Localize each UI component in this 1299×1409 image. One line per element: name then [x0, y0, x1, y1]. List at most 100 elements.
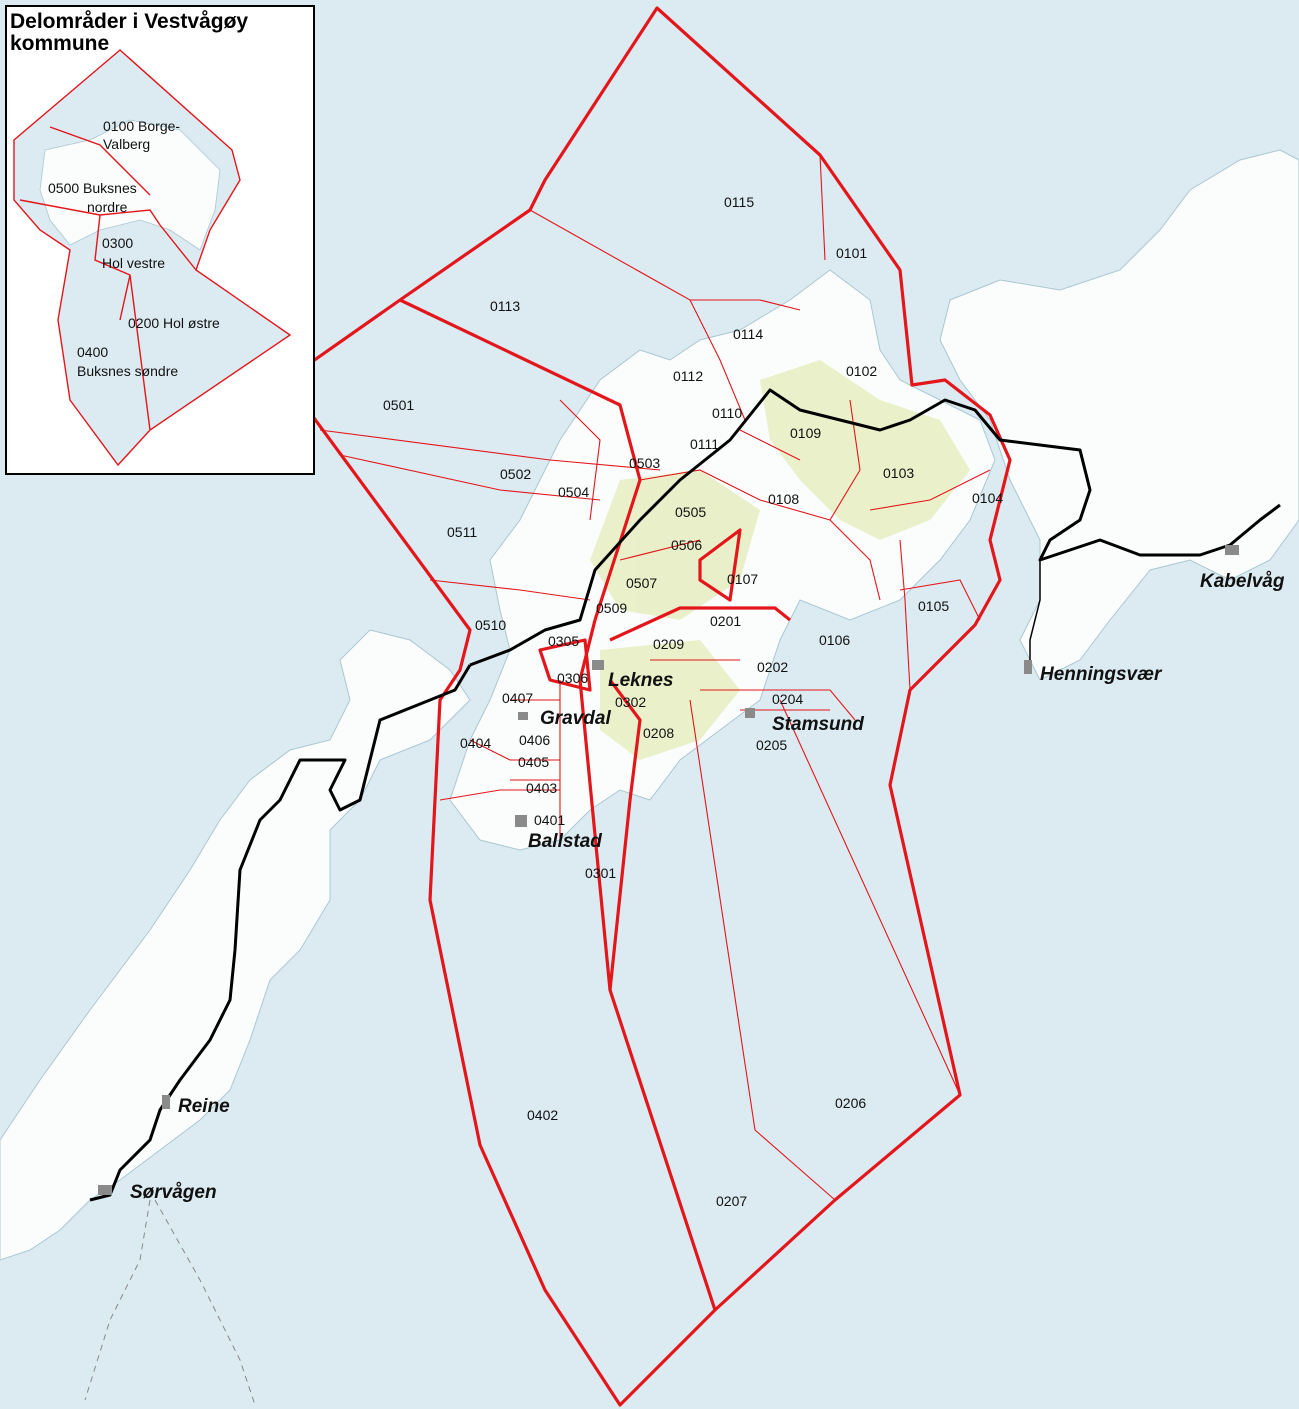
code-0503: 0503	[629, 455, 660, 471]
boundary-0208	[608, 679, 642, 991]
code-0111: 0111	[690, 436, 719, 452]
town-marker-leknes	[592, 660, 604, 670]
inset-label-0300-l1: 0300	[102, 235, 133, 251]
code-0502: 0502	[500, 466, 531, 482]
line-b	[689, 299, 746, 421]
place-henningsvaer: Henningsvær	[1040, 664, 1163, 685]
place-reine: Reine	[178, 1096, 230, 1117]
code-0404: 0404	[460, 735, 491, 751]
code-0201: 0201	[710, 613, 741, 629]
line-v	[559, 399, 601, 521]
inset-label-0500-l1: 0500 Buksnes	[48, 180, 137, 196]
code-0102: 0102	[846, 363, 877, 379]
code-0208: 0208	[643, 725, 674, 741]
boundary-inner-west	[399, 298, 642, 621]
code-0107: 0107	[727, 571, 758, 587]
place-leknes: Leknes	[608, 670, 673, 691]
place-sorvagen: Sørvågen	[130, 1182, 217, 1203]
code-0202: 0202	[757, 659, 788, 675]
place-gravdal: Gravdal	[540, 708, 611, 729]
code-0509: 0509	[596, 600, 627, 616]
line-h	[829, 399, 881, 601]
boundary-0201	[609, 606, 791, 642]
inset-land	[39, 119, 221, 251]
code-0103: 0103	[883, 465, 914, 481]
vegetation-layer	[590, 360, 970, 760]
code-0402: 0402	[527, 1107, 558, 1123]
place-names: Leknes Gravdal Ballstad Stamsund Henning…	[130, 571, 1285, 1203]
inset-map: Delområder i Vestvågøy kommune 0100 Borg…	[5, 5, 315, 475]
boundary-0305	[538, 638, 592, 692]
code-0401: 0401	[534, 812, 565, 828]
vegetation-north	[760, 360, 970, 540]
inset-label-0100-l1: 0100 Borge-	[103, 118, 180, 134]
line-q	[469, 739, 560, 761]
line-f	[429, 579, 591, 601]
code-0507: 0507	[626, 575, 657, 591]
code-0114: 0114	[733, 326, 763, 342]
boundary-0107	[698, 528, 742, 602]
line-l	[689, 699, 836, 1201]
code-0108: 0108	[768, 491, 799, 507]
inset-label-0400-l1: 0400	[77, 344, 108, 360]
line-j	[899, 579, 981, 621]
code-0305: 0305	[548, 633, 579, 649]
place-ballstad: Ballstad	[528, 831, 602, 852]
ferry-route-2	[154, 1199, 256, 1406]
inset-line-4	[159, 224, 197, 271]
place-stamsund: Stamsund	[772, 714, 864, 735]
code-0109: 0109	[790, 425, 821, 441]
place-kabelvag: Kabelvåg	[1200, 571, 1285, 592]
town-marker-kabelvag	[1225, 545, 1239, 555]
line-m	[779, 699, 961, 1096]
code-0501: 0501	[383, 397, 414, 413]
code-0105: 0105	[918, 598, 949, 614]
inset-label-0200: 0200 Hol østre	[128, 315, 220, 331]
code-0101: 0101	[836, 245, 867, 261]
line-g	[639, 469, 831, 521]
code-0301: 0301	[585, 865, 616, 881]
line-c	[819, 154, 826, 261]
code-0405: 0405	[518, 754, 549, 770]
code-0209: 0209	[653, 636, 684, 652]
inset-label-0100-l2: Valberg	[103, 136, 150, 152]
code-0113: 0113	[490, 298, 520, 314]
inset-label-0300-l2: Hol vestre	[102, 255, 165, 271]
inset-line-1	[49, 126, 151, 196]
line-u	[619, 539, 701, 561]
town-marker-reine	[162, 1095, 170, 1109]
code-0403: 0403	[526, 780, 557, 796]
town-marker-stamsund	[745, 708, 755, 718]
code-0110: 0110	[712, 405, 742, 421]
henningsvaer-road	[1029, 560, 1041, 660]
ferry-routes	[84, 1199, 256, 1406]
line-e	[339, 454, 601, 501]
ferry-route-1	[84, 1199, 151, 1401]
town-markers	[98, 545, 1239, 1195]
inset-title-line1: Delområder i Vestvågøy	[10, 10, 248, 33]
inset-title-line2: kommune	[10, 32, 109, 55]
code-0106: 0106	[819, 632, 850, 648]
line-w	[739, 429, 801, 461]
code-0115: 0115	[724, 194, 754, 210]
code-0406: 0406	[519, 732, 550, 748]
code-0306: 0306	[557, 670, 588, 686]
town-marker-sorvagen	[98, 1185, 112, 1195]
district-codes: 0101 0102 0103 0104 0105 0106 0107 0108 …	[383, 194, 1003, 1209]
code-0504: 0504	[558, 484, 589, 500]
code-0207: 0207	[716, 1193, 747, 1209]
inset-boundaries	[13, 49, 292, 467]
land-east	[939, 149, 1299, 681]
line-i	[869, 469, 991, 511]
code-0505: 0505	[675, 504, 706, 520]
line-n	[700, 689, 856, 721]
inset-line-3	[94, 214, 151, 431]
code-0506: 0506	[671, 537, 702, 553]
inset-label-0500-l2: nordre	[87, 199, 128, 215]
main-road-east	[469, 388, 1281, 667]
vegetation-south	[600, 640, 740, 760]
code-0112: 0112	[673, 368, 703, 384]
inset-line-2	[19, 199, 161, 226]
town-marker-ballstad	[515, 815, 527, 827]
